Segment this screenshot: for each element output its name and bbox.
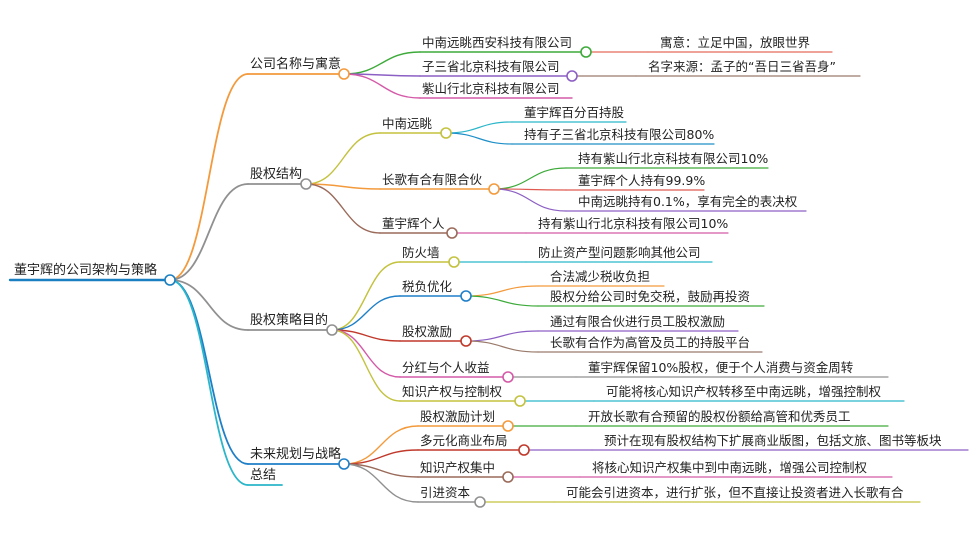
subtopic-connector-2-1 (331, 295, 401, 331)
subtopic-2-0: 防火墙 (402, 245, 440, 260)
subtopic-2-2: 股权激励 (402, 324, 453, 339)
subtopic-collapse-toggle-3-2[interactable] (502, 471, 514, 483)
subtopic-3-3: 引进资本 (420, 485, 471, 500)
subtopic-2-4: 知识产权与控制权 (402, 384, 503, 399)
leaf-connector-2-2-1 (465, 340, 539, 353)
leaf-1-0-0: 董宇辉百分百持股 (524, 105, 625, 120)
branch-topic-0: 公司名称与寓意 (250, 57, 342, 72)
branch-connector-2 (169, 279, 249, 331)
subtopic-3-0: 股权激励计划 (420, 409, 496, 424)
branch-connector-4 (169, 279, 249, 486)
subtopic-collapse-toggle-0-1[interactable] (566, 70, 578, 82)
branch-topic-3: 未来规划与战略 (250, 447, 342, 462)
leaf-3-2-0: 将核心知识产权集中到中南远眺，增强公司控制权 (592, 460, 868, 475)
leaf-connector-2-1-1 (465, 295, 539, 307)
leaf-connector-1-0-0 (445, 121, 513, 134)
subtopic-collapse-toggle-1-1[interactable] (488, 183, 500, 195)
subtopic-collapse-toggle-3-0[interactable] (502, 420, 514, 432)
subtopic-connector-1-2 (305, 183, 381, 234)
leaf-2-3-0: 董宇辉保留10%股权，便于个人消费与资金周转 (588, 360, 854, 375)
subtopic-collapse-toggle-2-1[interactable] (460, 290, 472, 302)
leaf-2-1-0: 合法减少税收负担 (550, 269, 651, 284)
leaf-2-0-0: 防止资产型问题影响其他公司 (538, 245, 701, 260)
branch-connector-3 (169, 279, 249, 465)
subtopic-connector-2-2 (331, 329, 401, 342)
subtopic-connector-3-2 (343, 463, 419, 478)
subtopic-connector-2-0 (331, 261, 401, 331)
subtopic-3-1: 多元化商业布局 (420, 433, 508, 448)
branch-connector-0 (169, 73, 249, 281)
subtopic-collapse-toggle-0-0[interactable] (580, 46, 592, 58)
branch-collapse-toggle-2[interactable] (326, 324, 338, 336)
subtopic-connector-1-1 (305, 183, 381, 190)
subtopic-1-0: 中南远眺 (382, 116, 433, 131)
leaf-3-0-0: 开放长歌有合预留的股权份额给高管和优秀员工 (588, 409, 851, 424)
subtopic-connector-3-3 (343, 463, 419, 503)
root-topic: 董宇辉的公司架构与策略 (14, 263, 158, 278)
leaf-connector-2-2-0 (465, 330, 539, 342)
branch-topic-2: 股权策略目的 (250, 313, 329, 328)
subtopic-collapse-toggle-2-4[interactable] (514, 395, 526, 407)
leaf-connector-1-1-2 (493, 188, 567, 212)
subtopic-collapse-toggle-2-2[interactable] (460, 335, 472, 347)
subtopic-2-3: 分红与个人收益 (402, 360, 490, 375)
leaf-1-2-0: 持有紫山行北京科技有限公司10% (538, 216, 729, 231)
subtopic-connector-0-0 (343, 51, 421, 75)
branch-connector-1 (169, 183, 249, 281)
leaf-connector-2-1-0 (465, 285, 539, 297)
subtopic-0-0: 中南远眺西安科技有限公司 (422, 35, 573, 50)
leaf-3-1-0: 预计在现有股权结构下扩展商业版图，包括文旅、图书等板块 (604, 433, 942, 448)
subtopic-2-1: 税负优化 (402, 279, 453, 294)
subtopic-1-2: 董宇辉个人 (382, 216, 445, 231)
subtopic-connector-3-0 (343, 425, 419, 465)
leaf-1-1-1: 董宇辉个人持有99.9% (578, 173, 706, 188)
leaf-2-4-0: 可能将核心知识产权转移至中南远眺，增强控制权 (606, 384, 882, 399)
leaf-connector-1-1-0 (493, 167, 567, 190)
subtopic-0-2: 紫山行北京科技有限公司 (422, 81, 560, 96)
root-collapse-toggle[interactable] (164, 274, 176, 286)
subtopic-collapse-toggle-3-1[interactable] (518, 444, 530, 456)
subtopic-collapse-toggle-2-0[interactable] (448, 256, 460, 268)
subtopic-connector-3-1 (343, 449, 419, 465)
subtopic-connector-0-2 (343, 73, 421, 99)
subtopic-connector-2-4 (331, 329, 401, 402)
leaf-2-2-0: 通过有限合伙进行员工股权激励 (550, 314, 726, 329)
leaf-0-0-0: 寓意：立足中国，放眼世界 (660, 35, 811, 50)
leaf-1-1-0: 持有紫山行北京科技有限公司10% (578, 151, 769, 166)
branch-collapse-toggle-3[interactable] (338, 458, 350, 470)
subtopic-connector-2-3 (331, 329, 401, 378)
branch-collapse-toggle-0[interactable] (338, 68, 350, 80)
subtopic-collapse-toggle-1-0[interactable] (440, 127, 452, 139)
branch-topic-4: 总结 (250, 468, 277, 483)
leaf-2-1-1: 股权分给公司时免交税，鼓励再投资 (550, 289, 751, 304)
subtopic-collapse-toggle-3-3[interactable] (474, 496, 486, 508)
subtopic-connector-1-0 (305, 132, 381, 185)
leaf-3-3-0: 可能会引进资本，进行扩张，但不直接让投资者进入长歌有合 (566, 485, 904, 500)
subtopic-1-1: 长歌有合有限合伙 (382, 172, 483, 187)
leaf-1-1-2: 中南远眺持有0.1%，享有完全的表决权 (578, 194, 798, 209)
branch-collapse-toggle-1[interactable] (300, 178, 312, 190)
leaf-connector-1-0-1 (445, 132, 513, 145)
branch-topic-1: 股权结构 (250, 167, 303, 182)
leaf-2-2-1: 长歌有合作为高管及员工的持股平台 (550, 335, 751, 350)
leaf-1-0-1: 持有子三省北京科技有限公司80% (524, 127, 715, 142)
leaf-0-1-0: 名字来源：孟子的“吾日三省吾身” (648, 59, 836, 74)
subtopic-collapse-toggle-2-3[interactable] (502, 371, 514, 383)
subtopic-0-1: 子三省北京科技有限公司 (422, 59, 560, 74)
subtopic-collapse-toggle-1-2[interactable] (446, 227, 458, 239)
subtopic-3-2: 知识产权集中 (420, 460, 496, 475)
